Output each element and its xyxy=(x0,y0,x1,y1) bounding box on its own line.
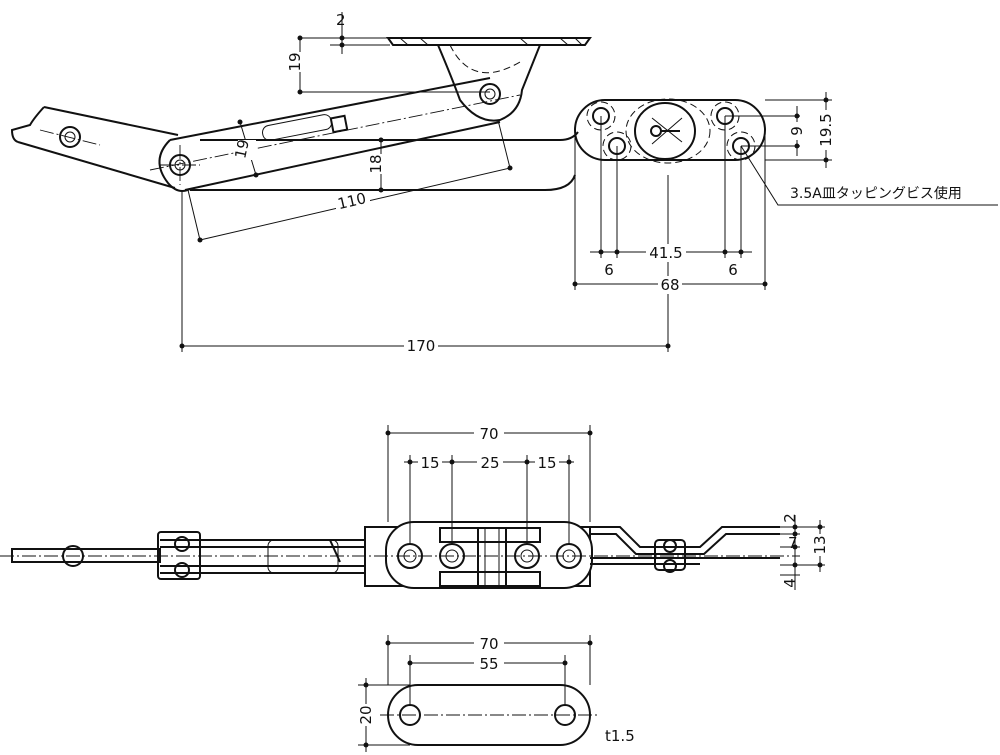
dim-110: 110 xyxy=(336,189,368,213)
dim-19-5: 19.5 xyxy=(817,113,835,146)
dim-68: 68 xyxy=(660,276,679,294)
dim-2-top: 2 xyxy=(336,11,346,29)
top-view-dimensions: 70 15 25 15 2 7 13 4 xyxy=(385,424,829,590)
top-dim-7: 7 xyxy=(788,534,798,552)
upper-arm xyxy=(149,77,521,192)
plate-dimensions: 70 55 20 t1.5 xyxy=(357,634,635,752)
plate-dim-20: 20 xyxy=(357,705,375,724)
side-view-dimensions: 2 19 19 18 110 170 xyxy=(179,11,998,355)
dim-9: 9 xyxy=(788,126,806,136)
lower-arm xyxy=(10,106,200,189)
base-plate-side xyxy=(574,98,766,164)
dim-6-left: 6 xyxy=(604,261,614,279)
dim-170: 170 xyxy=(407,337,436,355)
long-link xyxy=(190,131,579,191)
dim-18: 18 xyxy=(367,154,385,173)
top-dim-15-right: 15 xyxy=(537,454,556,472)
top-dim-15-left: 15 xyxy=(420,454,439,472)
top-dim-25: 25 xyxy=(480,454,499,472)
top-dim-13: 13 xyxy=(811,535,829,554)
dim-19-bracket: 19 xyxy=(286,52,304,71)
dim-41-5: 41.5 xyxy=(649,244,682,262)
top-view: 70 15 25 15 2 7 13 4 xyxy=(0,424,829,590)
top-view-body xyxy=(0,521,800,589)
top-dim-4: 4 xyxy=(781,578,799,588)
screw-note: 3.5A皿タッピングビス使用 xyxy=(790,185,962,202)
plate-dim-70: 70 xyxy=(479,635,498,653)
plate-dim-55: 55 xyxy=(479,655,498,673)
top-dim-2: 2 xyxy=(781,513,799,523)
dim-19-slot: 19 xyxy=(231,138,253,160)
top-mount-bracket xyxy=(386,37,592,122)
plate-view: 70 55 20 t1.5 xyxy=(357,634,635,752)
plate-thickness: t1.5 xyxy=(605,727,635,745)
top-dim-70: 70 xyxy=(479,425,498,443)
dim-6-right: 6 xyxy=(728,261,738,279)
side-view: 2 19 19 18 110 170 xyxy=(10,11,998,355)
